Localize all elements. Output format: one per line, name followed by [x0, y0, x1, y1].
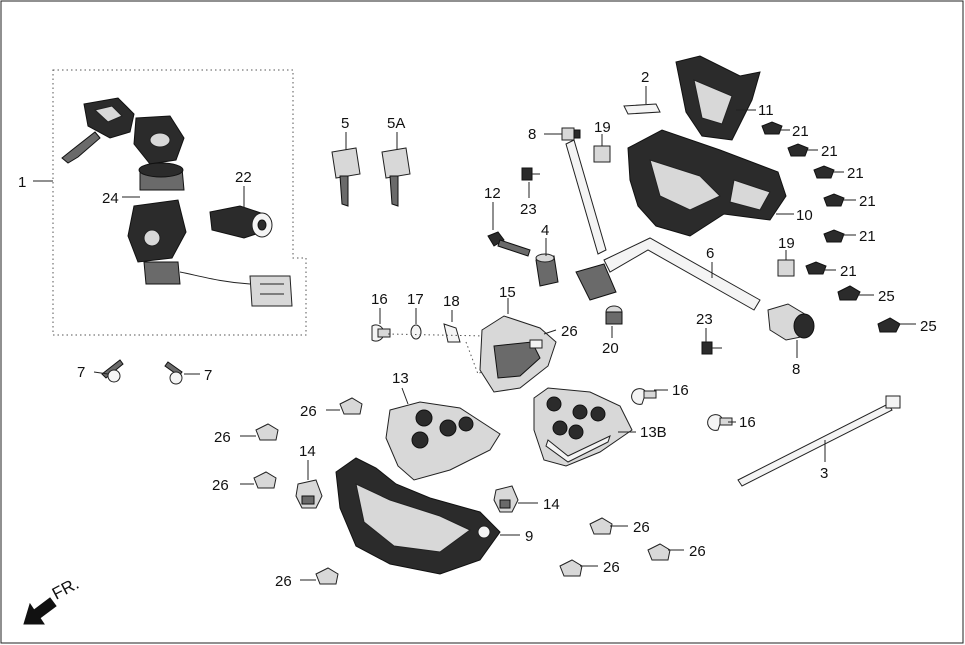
- label-14b: 14: [543, 496, 560, 513]
- label-21e: 21: [859, 228, 876, 245]
- label-16b: 16: [672, 382, 689, 399]
- ignition-switch-assembly: [61, 97, 293, 307]
- bar-end-weight: [767, 303, 815, 341]
- key-blank: [331, 147, 361, 207]
- label-26g: 26: [603, 559, 620, 576]
- label-13b: 13B: [640, 424, 667, 441]
- handlebar-cover-rear: [627, 129, 787, 237]
- label-22: 22: [235, 169, 252, 186]
- label-4: 4: [541, 222, 549, 239]
- front-cover-13: [385, 401, 501, 481]
- label-24: 24: [102, 190, 119, 207]
- nut-18: [443, 323, 461, 343]
- label-10: 10: [796, 207, 813, 224]
- label-17: 17: [407, 291, 424, 308]
- label-26c: 26: [214, 429, 231, 446]
- label-21a: 21: [792, 123, 809, 140]
- label-19a: 19: [594, 119, 611, 136]
- label-14a: 14: [299, 443, 316, 460]
- bolt-23-upper: [521, 167, 540, 181]
- cable-tie: [737, 395, 901, 487]
- label-7b: 7: [204, 367, 212, 384]
- label-20: 20: [602, 340, 619, 357]
- label-18: 18: [443, 293, 460, 310]
- direction-label: FR.: [49, 574, 82, 604]
- collar-20: [605, 305, 623, 325]
- arrow-down-left-icon: [23, 597, 57, 625]
- label-19b: 19: [778, 235, 795, 252]
- label-26-meter: 26: [561, 323, 578, 340]
- label-6: 6: [706, 245, 714, 262]
- label-25b: 25: [920, 318, 937, 335]
- label-5a: 5A: [387, 115, 405, 132]
- label-8a: 8: [528, 126, 536, 143]
- label-21c: 21: [847, 165, 864, 182]
- clip-14-left: [295, 479, 323, 509]
- meter-cover: [479, 315, 557, 393]
- cover-cap: [623, 103, 661, 115]
- rubber-grommet: [535, 253, 559, 287]
- label-26d: 26: [212, 477, 229, 494]
- label-26f: 26: [633, 519, 650, 536]
- label-15: 15: [499, 284, 516, 301]
- seat-lock-cylinder: [209, 205, 273, 239]
- screw-16-left: [371, 324, 391, 342]
- label-8b: 8: [792, 361, 800, 378]
- front-cover-13b: [533, 387, 633, 467]
- clip-14-right: [493, 485, 519, 513]
- bolt-8-upper: [561, 127, 581, 141]
- ignition-assembly-group-box: [52, 69, 307, 336]
- label-25a: 25: [878, 288, 895, 305]
- label-5: 5: [341, 115, 349, 132]
- label-13: 13: [392, 370, 409, 387]
- screw-16-right-upper: [631, 388, 657, 405]
- handlebar-cover-top: [675, 55, 761, 141]
- screw-16-right-lower: [707, 414, 733, 431]
- handlebar-pipe: [565, 139, 761, 311]
- label-16c: 16: [739, 414, 756, 431]
- label-26b: 26: [300, 403, 317, 420]
- label-26e: 26: [275, 573, 292, 590]
- label-7a: 7: [77, 364, 85, 381]
- screw-7-left: [101, 359, 124, 383]
- label-1: 1: [18, 174, 26, 191]
- label-21b: 21: [821, 143, 838, 160]
- handlebar-front-cover: [335, 457, 501, 575]
- clip-19-upper: [593, 145, 611, 163]
- washer-17: [410, 324, 422, 340]
- label-11: 11: [758, 102, 774, 119]
- label-16a: 16: [371, 291, 388, 308]
- label-23a: 23: [520, 201, 537, 218]
- bolt-23-lower: [701, 341, 722, 355]
- screw-21: [761, 121, 856, 275]
- label-21d: 21: [859, 193, 876, 210]
- label-3: 3: [820, 465, 828, 482]
- screw-25: [837, 285, 916, 333]
- key-blank-5a: [381, 147, 411, 207]
- label-21f: 21: [840, 263, 857, 280]
- screw-7-right: [164, 361, 183, 385]
- label-9: 9: [525, 528, 533, 545]
- clip-19-lower: [777, 259, 795, 277]
- label-12: 12: [484, 185, 501, 202]
- label-26h: 26: [689, 543, 706, 560]
- label-23b: 23: [696, 311, 713, 328]
- grommet-26: [240, 397, 684, 585]
- label-2: 2: [641, 69, 649, 86]
- bolt-12: [487, 231, 531, 257]
